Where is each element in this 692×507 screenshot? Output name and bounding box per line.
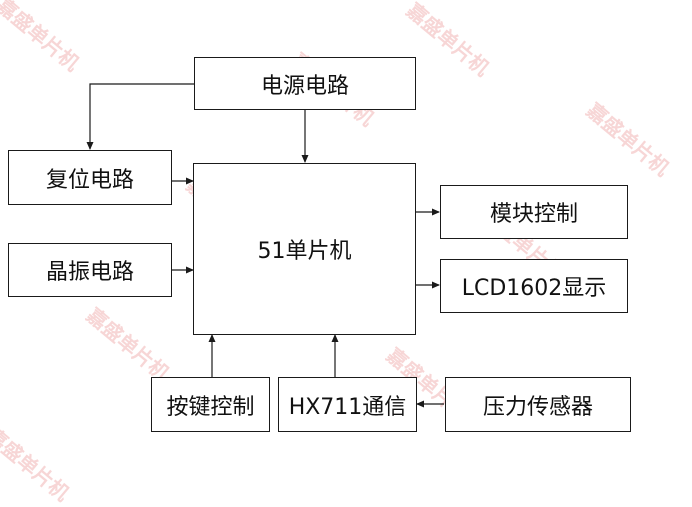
hx711-block: HX711通信: [278, 377, 417, 432]
module-control-block: 模块控制: [440, 185, 628, 239]
pressure-sensor-block: 压力传感器: [445, 377, 631, 432]
lcd-display-block: LCD1602显示: [440, 259, 628, 313]
key-control-block: 按键控制: [151, 377, 270, 432]
crystal-circuit-block: 晶振电路: [8, 243, 172, 297]
connector-lines: [86, 83, 444, 408]
reset-circuit-block: 复位电路: [8, 150, 172, 205]
mcu-block: 51单片机: [193, 163, 416, 335]
block-diagram: 嘉盛单片机 嘉盛单片机 嘉盛单片机 嘉盛单片机 嘉盛单片机 嘉盛单片机 嘉盛单片…: [0, 0, 674, 506]
power-circuit-block: 电源电路: [194, 57, 416, 110]
